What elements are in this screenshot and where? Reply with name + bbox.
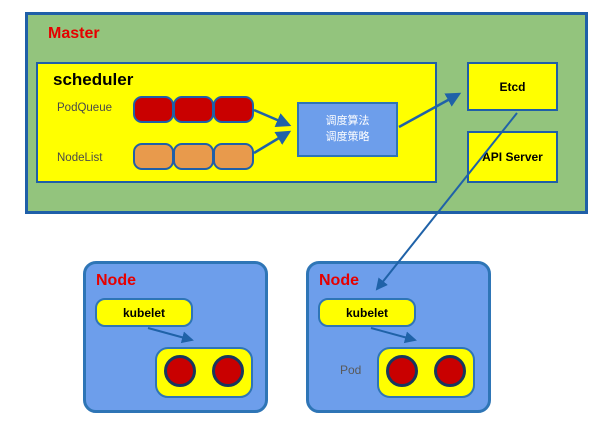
master-box: Master scheduler PodQueue NodeList 调度算法 … [25, 12, 588, 214]
pod-circle [386, 355, 418, 387]
kubelet-box: kubelet [318, 298, 416, 327]
scheduler-box: scheduler PodQueue NodeList 调度算法 调度策略 [36, 62, 437, 183]
kubelet-label: kubelet [345, 305, 388, 320]
pod-queue-item [213, 96, 254, 123]
master-label: Master [48, 25, 100, 42]
etcd-label: Etcd [499, 79, 526, 94]
node-box-right: Node kubelet Pod [306, 261, 491, 413]
node-list-label: NodeList [57, 152, 103, 164]
pod-label: Pod [340, 363, 362, 377]
api-server-label: API Server [482, 150, 543, 164]
pod-group-box [377, 347, 475, 398]
node-list-item [133, 143, 174, 170]
api-server-box: API Server [467, 131, 558, 183]
node-label: Node [319, 272, 359, 289]
scheduler-label: scheduler [53, 70, 134, 89]
pod-circle [434, 355, 466, 387]
kubelet-label: kubelet [122, 305, 165, 320]
node-list-item [173, 143, 214, 170]
pod-queue-item [133, 96, 174, 123]
etcd-box: Etcd [467, 62, 558, 111]
scheduling-algorithm-line1: 调度算法 [325, 114, 370, 127]
node-label: Node [96, 272, 136, 289]
scheduling-algorithm-box: 调度算法 调度策略 [297, 102, 398, 157]
node-list-item [213, 143, 254, 170]
pod-circle [212, 355, 244, 387]
kubelet-box: kubelet [95, 298, 193, 327]
pod-group-box [155, 347, 253, 398]
node-box-left: Node kubelet [83, 261, 268, 413]
pod-queue-item [173, 96, 214, 123]
pod-queue-label: PodQueue [57, 102, 112, 114]
pod-circle [164, 355, 196, 387]
scheduling-policy-line2: 调度策略 [325, 130, 370, 143]
